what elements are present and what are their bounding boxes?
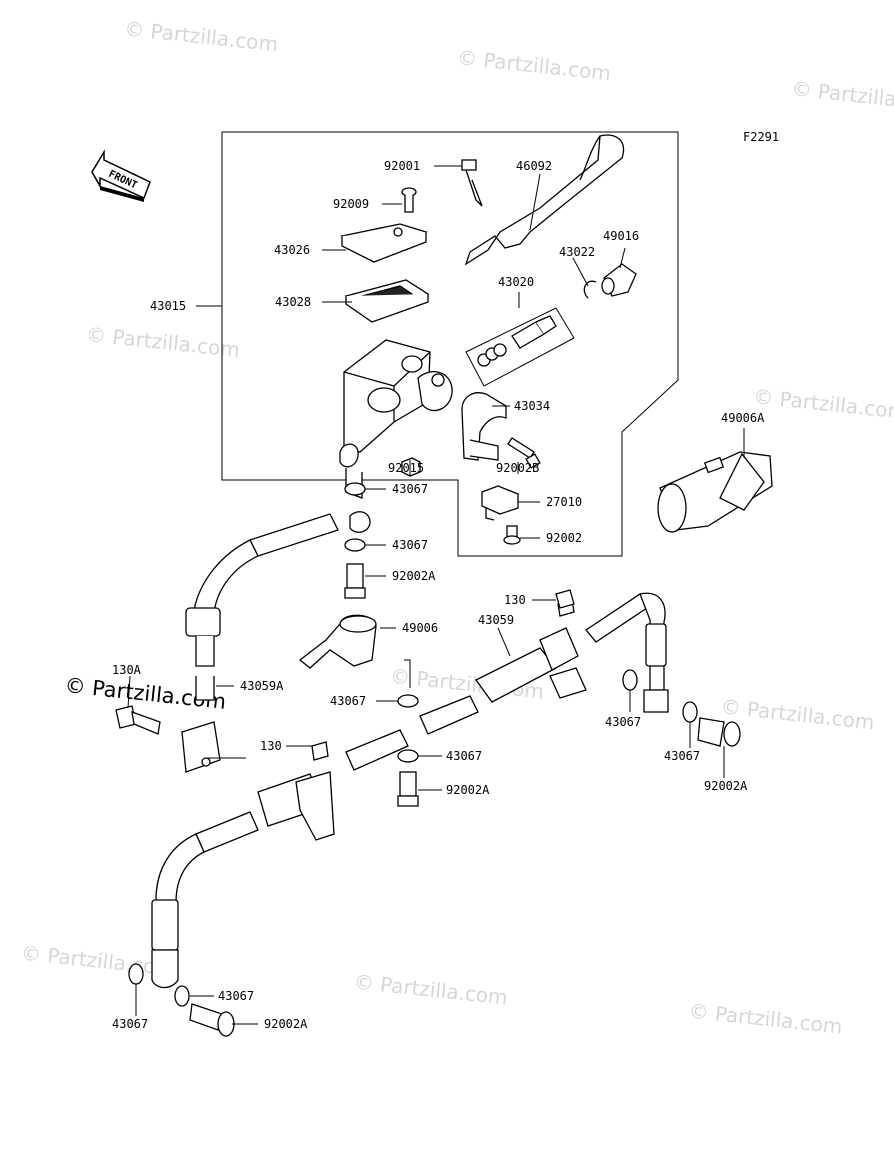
circlip	[583, 280, 597, 299]
part-label-92002A: 92002A	[446, 783, 490, 797]
watermark: © Partzilla.com	[752, 384, 894, 424]
washer	[174, 985, 190, 1007]
part-label-92002B: 92002B	[496, 461, 539, 475]
washer	[397, 749, 419, 763]
part-label-27010: 27010	[546, 495, 582, 509]
part-label-43067: 43067	[446, 749, 482, 763]
washer	[622, 669, 638, 691]
banjo-bolt	[189, 1003, 235, 1037]
watermark: © Partzilla.com	[791, 76, 894, 116]
figure-code: F2291	[743, 130, 779, 144]
watermark: © Partzilla.com	[85, 322, 241, 362]
assembly-frame	[221, 131, 679, 557]
part-label-43067: 43067	[392, 482, 428, 496]
left-brake-hose	[151, 695, 479, 989]
watermark: © Partzilla.com	[720, 694, 876, 734]
leader-lines	[127, 165, 745, 1025]
part-label-92002A: 92002A	[704, 779, 748, 793]
part-label-43059: 43059	[478, 613, 514, 627]
piston-kit	[465, 307, 575, 387]
right-brake-hose	[475, 592, 669, 713]
part-label-43026: 43026	[274, 243, 310, 257]
mount-bolt	[115, 705, 161, 735]
cap-screw	[401, 187, 417, 213]
clamp-bolt	[507, 437, 541, 469]
switch-screw	[503, 525, 521, 545]
watermark: © Partzilla.com	[123, 16, 279, 56]
watermark: © Partzilla.com	[456, 45, 612, 85]
part-label-92009: 92009	[333, 197, 369, 211]
part-label-43028: 43028	[275, 295, 311, 309]
part-label-49016: 49016	[603, 229, 639, 243]
part-label-130: 130	[504, 593, 526, 607]
part-label-49006: 49006	[402, 621, 438, 635]
part-label-130: 130	[260, 739, 282, 753]
master-cylinder-body	[339, 339, 453, 499]
washer	[128, 963, 144, 985]
part-label-43067: 43067	[605, 715, 641, 729]
part-label-43022: 43022	[559, 245, 595, 259]
part-label-92001: 92001	[384, 159, 420, 173]
part-label-43067: 43067	[218, 989, 254, 1003]
diaphragm	[344, 279, 430, 323]
part-label-130A: 130A	[112, 663, 142, 677]
part-label-46092: 46092	[516, 159, 552, 173]
hose-joint	[298, 614, 377, 669]
washer	[397, 694, 419, 708]
washer	[682, 701, 698, 723]
part-label-43067: 43067	[664, 749, 700, 763]
mount-bolt	[555, 589, 575, 609]
part-label-43067: 43067	[330, 694, 366, 708]
clamp	[461, 392, 507, 461]
reservoir-cap	[340, 223, 428, 263]
watermark: © Partzilla.com	[353, 970, 509, 1010]
upper-brake-hose	[181, 511, 371, 773]
brake-switch	[481, 485, 519, 521]
part-label-43034: 43034	[514, 399, 550, 413]
protector-boot	[657, 451, 773, 533]
nut	[401, 457, 421, 477]
part-label-43059A: 43059A	[240, 679, 284, 693]
part-label-43067: 43067	[392, 538, 428, 552]
watermark: © Partzilla.com	[688, 999, 844, 1039]
part-label-92002A: 92002A	[264, 1017, 308, 1031]
watermarks: © Partzilla.com © Partzilla.com © Partzi…	[20, 16, 894, 1039]
dust-boot	[601, 263, 637, 297]
part-label-92015: 92015	[388, 461, 424, 475]
part-label-92002A: 92002A	[392, 569, 436, 583]
washer	[344, 538, 366, 552]
banjo-bolt	[697, 717, 741, 747]
part-label-49006A: 49006A	[721, 411, 765, 425]
banjo-bolt	[397, 771, 419, 807]
part-label-43067: 43067	[112, 1017, 148, 1031]
brake-lever	[464, 134, 625, 266]
pivot-bolt	[461, 159, 483, 207]
washer	[344, 482, 366, 496]
part-label-43020: 43020	[498, 275, 534, 289]
front-arrow-icon: FRONT	[91, 149, 151, 202]
banjo-bolt	[344, 563, 366, 599]
part-label-92002: 92002	[546, 531, 582, 545]
part-label-43015: 43015	[150, 299, 186, 313]
